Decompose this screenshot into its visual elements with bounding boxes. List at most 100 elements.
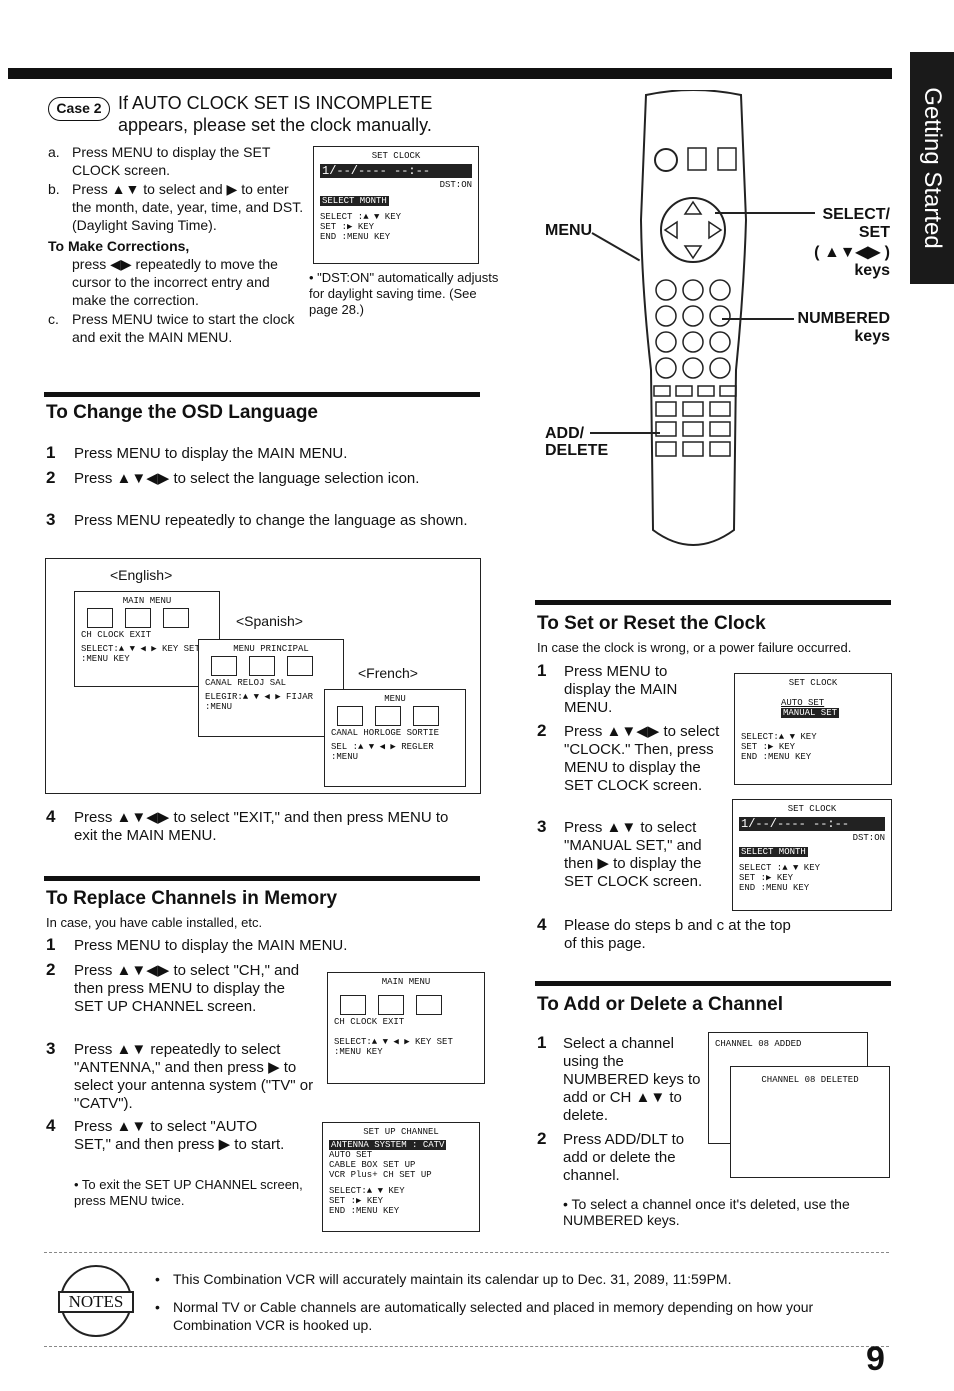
channels-subtitle: In case, you have cable installed, etc. (46, 915, 263, 930)
osd-step4-number: 4 (46, 807, 56, 826)
adddel-rule (535, 981, 891, 986)
screen-line: SELECT :▲ ▼ KEY (320, 212, 402, 222)
clock-step4-number: 4 (537, 915, 547, 934)
ch-step4-number: 4 (46, 1116, 56, 1135)
notes-top-border (44, 1252, 889, 1253)
add-step1-text: Select a channel using the NUMBERED keys… (563, 1035, 701, 1124)
setup-line: VCR Plus+ CH SET UP (329, 1170, 432, 1180)
clock-screen-line: SELECT:▲ ▼ KEY (741, 732, 817, 742)
osd-step3-text: Press MENU repeatedly to change the lang… (74, 512, 468, 529)
case2-badge: Case 2 (48, 97, 110, 121)
fr-menu-title: MENU (384, 694, 406, 704)
screen-dst: DST:ON (439, 180, 472, 190)
clock-screen-auto: AUTO SET (781, 698, 825, 708)
osd-rule (44, 392, 480, 397)
remote-control-image (636, 89, 751, 555)
clock-screen-line: SET :▶ KEY (741, 742, 796, 752)
remote-keys-label: keys (854, 262, 890, 279)
english-label: <English> (110, 567, 173, 583)
corrections-text: press ◀▶ repeatedly to move the cursor t… (72, 256, 278, 308)
note1-bullet: • (155, 1271, 160, 1287)
es-menu-title: MENU PRINCIPAL (233, 644, 309, 654)
add-note: • To select a channel once it's deleted,… (563, 1196, 850, 1228)
es-menu-icons (205, 654, 337, 678)
channel-added-text: CHANNEL 08 ADDED (715, 1039, 802, 1049)
ch-step2-number: 2 (46, 960, 56, 979)
osd-title: To Change the OSD Language (46, 402, 318, 423)
case2-b-text: Press ▲▼ to select and ▶ to enter the mo… (72, 181, 304, 233)
french-label: <French> (358, 665, 418, 681)
channels-main-menu-screen: MAIN MENU CH CLOCK EXIT SELECT:▲ ▼ ◀ ▶ K… (327, 972, 485, 1084)
ch-step1-number: 1 (46, 935, 56, 954)
clock2-line: SELECT :▲ ▼ KEY (739, 863, 821, 873)
ch-menu-icons (334, 993, 478, 1017)
setup-title: SET UP CHANNEL (363, 1127, 439, 1137)
set-clock-screen-top: SET CLOCK 1/--/---- --:-- DST:ON SELECT … (313, 146, 479, 264)
ch-step3-text: Press ▲▼ repeatedly to select "ANTENNA,"… (74, 1041, 314, 1112)
ch-step1-text: Press MENU to display the MAIN MENU. (74, 937, 348, 954)
channels-title: To Replace Channels in Memory (46, 888, 338, 909)
menu-pointer (591, 232, 641, 262)
osd-step2-number: 2 (46, 468, 56, 487)
clock-subtitle: In case the clock is wrong, or a power f… (537, 640, 852, 655)
clock-step1-text: Press MENU to display the MAIN MENU. (564, 663, 678, 716)
dst-note: • "DST:ON" automatically adjusts for day… (309, 270, 499, 317)
notes-bottom-border (44, 1346, 889, 1347)
note2-bullet: • (155, 1299, 160, 1315)
page-number: 9 (866, 1340, 885, 1378)
clock2-select-month: SELECT MONTH (739, 847, 808, 857)
remote-numbered-label: NUMBERED (797, 310, 890, 327)
numbered-pointer (722, 318, 794, 320)
setup-line: END :MENU KEY (329, 1206, 400, 1216)
remote-menu-label: MENU (545, 222, 593, 239)
osd-step1-number: 1 (46, 443, 56, 462)
note1-text: This Combination VCR will accurately mai… (173, 1271, 732, 1287)
add-delete-pointer (590, 432, 660, 434)
clock2-line: SET :▶ KEY (739, 873, 794, 883)
en-menu-title: MAIN MENU (122, 596, 172, 606)
ch-exit-note: • To exit the SET UP CHANNEL screen, pre… (74, 1177, 303, 1208)
corrections-title: To Make Corrections, (48, 238, 190, 254)
note2-text: Normal TV or Cable channels are automati… (173, 1299, 814, 1333)
fr-menu-keys: SEL :▲ ▼ ◀ ▶ REGLER :MENU (331, 742, 434, 762)
clock-screen-line: END :MENU KEY (741, 752, 812, 762)
setup-line: CABLE BOX SET UP (329, 1160, 416, 1170)
clock-step2-text: Press ▲▼◀▶ to select "CLOCK." Then, pres… (564, 723, 720, 794)
setup-line: AUTO SET (329, 1150, 373, 1160)
screen-select-month: SELECT MONTH (320, 196, 389, 206)
screen-line: SET :▶ KEY (320, 222, 375, 232)
ch-menu-title: MAIN MENU (381, 977, 431, 987)
set-clock-time-screen: SET CLOCK 1/--/---- --:-- DST:ON SELECT … (732, 799, 892, 911)
screen-line: END :MENU KEY (320, 232, 391, 242)
setup-line: SELECT:▲ ▼ KEY (329, 1186, 405, 1196)
remote-select-label: SELECT/ SET (822, 206, 890, 241)
case2-c-marker: c. (48, 311, 59, 327)
add-step2-number: 2 (537, 1129, 547, 1148)
channel-deleted-screen: CHANNEL 08 DELETED (730, 1066, 890, 1178)
case2-a-marker: a. (48, 144, 60, 160)
channels-rule (44, 876, 480, 881)
en-menu-keys: SELECT:▲ ▼ ◀ ▶ KEY SET :MENU KEY (81, 644, 200, 664)
setup-line: SET :▶ KEY (329, 1196, 384, 1206)
osd-step3-number: 3 (46, 510, 56, 529)
clock-rule (535, 600, 891, 605)
setup-channel-screen: SET UP CHANNEL ANTENNA SYSTEM : CATV AUT… (322, 1122, 480, 1232)
ch-step2-text: Press ▲▼◀▶ to select "CH," and then pres… (74, 962, 300, 1015)
section-tab-label: Getting Started (919, 87, 946, 249)
osd-step4-text: Press ▲▼◀▶ to select "EXIT," and then pr… (74, 809, 449, 844)
fr-menu-labels: CANAL HORLOGE SORTIE (331, 728, 440, 738)
screen-title: SET CLOCK (371, 151, 421, 161)
case2-title-line1: If AUTO CLOCK SET IS INCOMPLETE (118, 93, 433, 113)
english-menu-screen: MAIN MENU CH CLOCK EXIT SELECT:▲ ▼ ◀ ▶ K… (74, 591, 220, 687)
setup-antenna-line: ANTENNA SYSTEM : CATV (329, 1140, 447, 1150)
select-pointer (715, 212, 815, 214)
case2-a-text: Press MENU to display the SET CLOCK scre… (72, 144, 271, 178)
section-tab: Getting Started (910, 52, 954, 284)
clock2-dst: DST:ON (852, 833, 885, 843)
spanish-label: <Spanish> (236, 613, 303, 629)
es-menu-keys: ELEGIR:▲ ▼ ◀ ▶ FIJAR :MENU (205, 692, 314, 712)
fr-menu-icons (331, 704, 459, 728)
clock2-time: 1/--/---- --:-- (739, 817, 885, 831)
clock-screen-manual: MANUAL SET (781, 708, 840, 718)
case2-title-line2: appears, please set the clock manually. (118, 115, 432, 135)
